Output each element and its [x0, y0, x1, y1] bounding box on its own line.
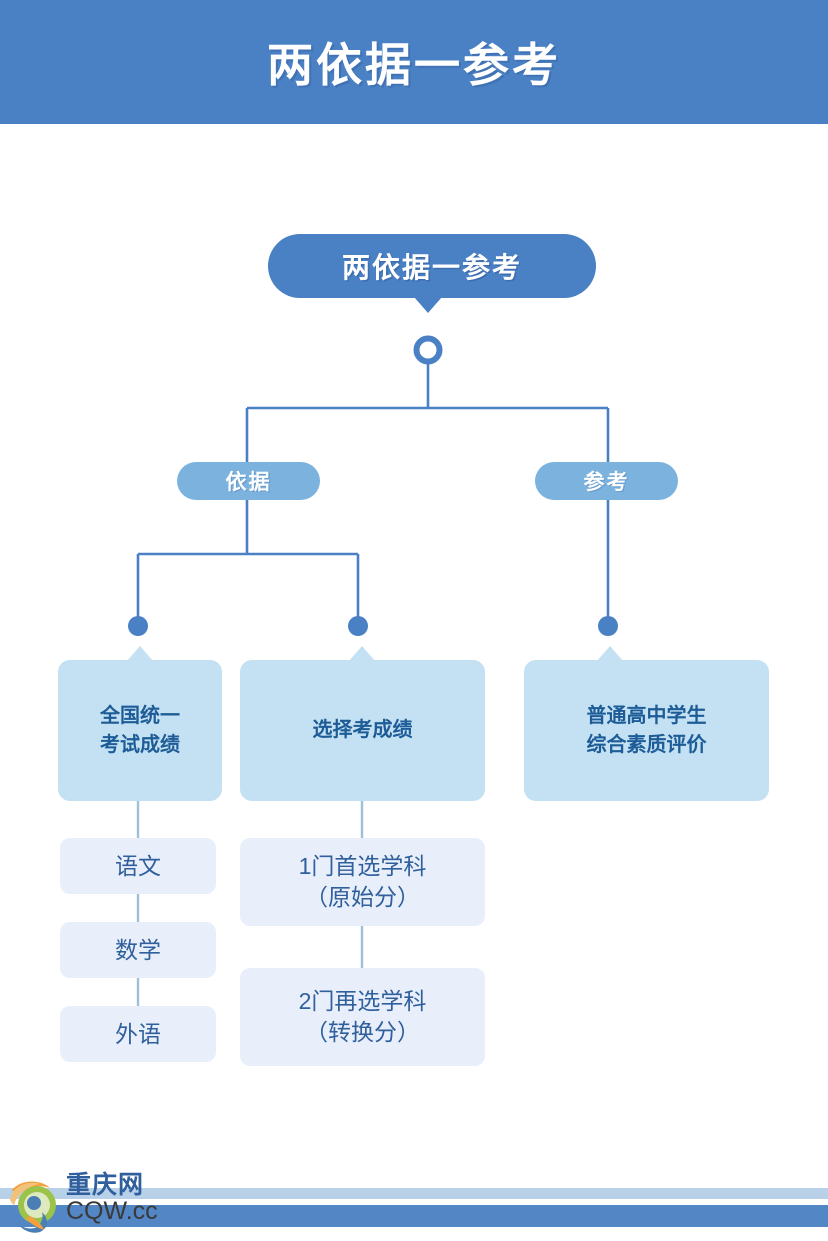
node-yiju-label: 依据 [225, 471, 272, 494]
leaf-shuxue[interactable]: 数学 [60, 922, 216, 978]
node-cankao[interactable]: 参考 [535, 462, 678, 500]
node-dot-pingjia [598, 616, 618, 636]
site-logo-icon [10, 1181, 56, 1233]
callout-pointer-xuanze-icon [349, 646, 375, 661]
node-dot-xuanze [348, 616, 368, 636]
node-xuanze[interactable]: 选择考成绩 [240, 660, 485, 801]
leaf-shuxue-label: 数学 [115, 936, 161, 963]
footer-bar-light [0, 1188, 828, 1199]
watermark-en: CQW.cc [66, 1197, 158, 1226]
node-yiju[interactable]: 依据 [177, 462, 320, 500]
node-root-label: 两依据一参考 [341, 252, 522, 283]
node-quanguo-label: 全国统一 考试成绩 [100, 705, 180, 756]
node-quanguo[interactable]: 全国统一 考试成绩 [58, 660, 222, 801]
node-pingjia[interactable]: 普通高中学生 综合素质评价 [524, 660, 769, 801]
leaf-yuwen[interactable]: 语文 [60, 838, 216, 894]
footer-bar-dark [0, 1205, 828, 1227]
header-banner: 两依据一参考 [0, 0, 828, 124]
watermark: 重庆网 CQW.cc [8, 1170, 268, 1236]
ring-connector-icon [413, 335, 443, 365]
node-xuanze-label: 选择考成绩 [312, 719, 413, 742]
leaf-shouxuan-label: 1门首选学科 （原始分） [298, 853, 427, 910]
callout-pointer-quanguo-icon [127, 646, 153, 661]
leaf-zaixuan-label: 2门再选学科 （转换分） [298, 988, 427, 1045]
page-title: 两依据一参考 [267, 40, 561, 91]
watermark-cn: 重庆网 [66, 1171, 145, 1199]
leaf-waiyu[interactable]: 外语 [60, 1006, 216, 1062]
node-root[interactable]: 两依据一参考 [268, 234, 596, 298]
leaf-shouxuan-xueke[interactable]: 1门首选学科 （原始分） [240, 838, 485, 926]
watermark-text: 重庆网 CQW.cc [66, 1172, 256, 1225]
leaf-waiyu-label: 外语 [115, 1020, 161, 1047]
leaf-zaixuan-xueke[interactable]: 2门再选学科 （转换分） [240, 968, 485, 1066]
node-cankao-label: 参考 [583, 471, 630, 494]
root-pointer-icon [414, 297, 442, 313]
node-pingjia-label: 普通高中学生 综合素质评价 [586, 705, 707, 756]
node-dot-quanguo [128, 616, 148, 636]
callout-pointer-pingjia-icon [597, 646, 623, 661]
leaf-yuwen-label: 语文 [115, 852, 161, 879]
